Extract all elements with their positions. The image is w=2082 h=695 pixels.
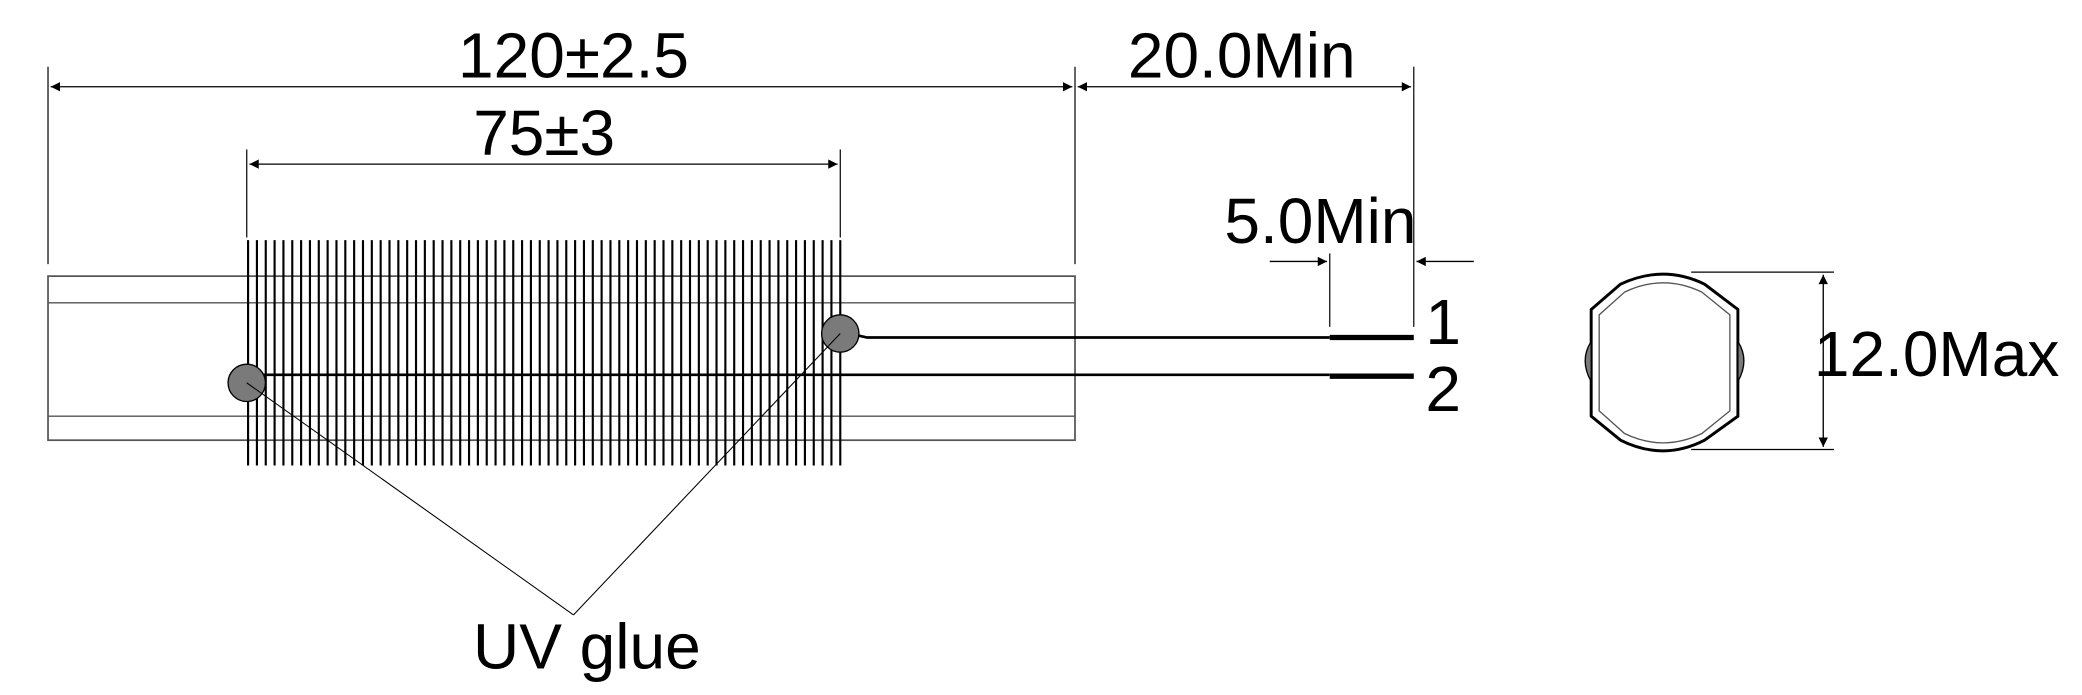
cross-section-glue-left [1584, 339, 1592, 385]
cross-section-glue-right [1737, 339, 1745, 385]
extension-lines [47, 66, 1415, 327]
dim-coil-length: 75±3 [249, 97, 838, 169]
uv-glue-leader [246, 333, 841, 616]
dim-diameter: 12.0Max [1814, 274, 2060, 447]
lead-length-label: 20.0Min [1128, 19, 1356, 91]
tube-body [47, 275, 1076, 442]
dim-overall-length: 120±2.5 [50, 19, 1073, 92]
lead-label-1: 1 [1425, 286, 1461, 358]
strip-length-label: 5.0Min [1224, 185, 1416, 257]
uv-glue-label: UV glue [473, 610, 701, 682]
cross-section-view [1584, 271, 1834, 453]
lead-label-2: 2 [1425, 353, 1461, 425]
overall-length-label: 120±2.5 [458, 19, 689, 91]
diameter-label: 12.0Max [1814, 318, 2060, 390]
dim-strip-length: 5.0Min [1224, 185, 1474, 267]
coil-windings [247, 240, 842, 466]
dim-lead-length: 20.0Min [1077, 19, 1412, 92]
coil-length-label: 75±3 [473, 97, 615, 169]
